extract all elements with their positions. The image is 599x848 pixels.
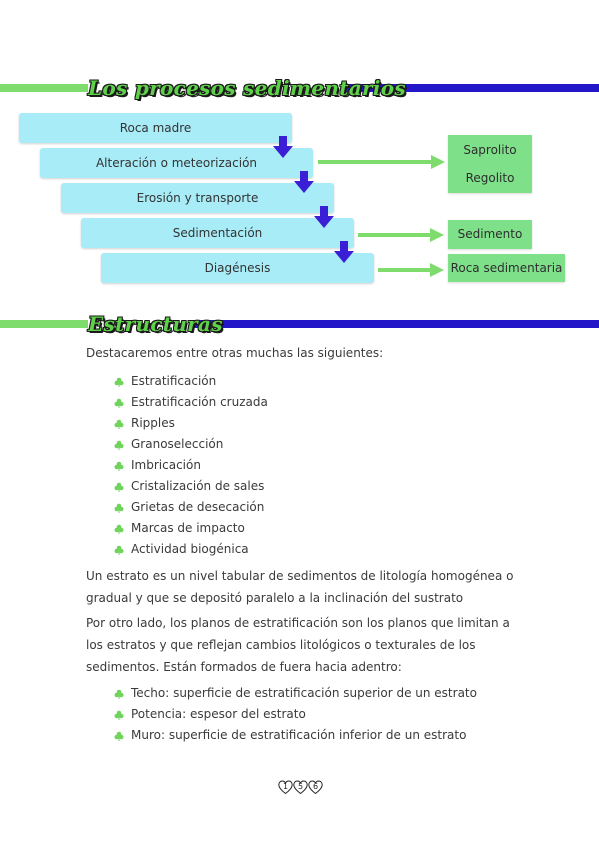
list-item: Estratificación cruzada [114,392,268,413]
clover-icon [114,419,124,429]
process-step-diagenesis: Diagénesis [101,253,374,283]
header-bar-green-2 [0,320,88,328]
list-item-label: Potencia: espesor del estrato [131,707,306,721]
intro-text: Destacaremos entre otras muchas las sigu… [86,346,384,360]
list-item: Potencia: espesor del estrato [114,704,477,725]
page-digit: 6 [312,782,319,791]
list-item-label: Cristalización de sales [131,479,265,493]
paragraph-estrato: Un estrato es un nivel tabular de sedime… [86,569,514,605]
list-item-label: Imbricación [131,458,201,472]
process-step-erosion: Erosión y transporte [61,183,334,213]
header-bar-blue-1 [344,84,599,92]
clover-icon [114,689,124,699]
product-saprolito: Saprolito [463,143,517,157]
clover-icon [114,482,124,492]
process-step-alteracion: Alteración o meteorización [40,148,313,178]
section-title-estructuras: Estructuras [88,312,223,336]
clover-icon [114,461,124,471]
heart-icon: 6 [308,780,323,795]
list-item: Actividad biogénica [114,539,268,560]
list-item: Techo: superficie de estratificación sup… [114,683,477,704]
down-arrow-icon [334,241,354,263]
right-arrow-icon [358,228,444,242]
product-box-sedimento: Sedimento [448,220,532,249]
list-item-label: Estratificación cruzada [131,395,268,409]
product-box-alteracion: Saprolito Regolito [448,135,532,193]
list-item-label: Grietas de desecación [131,500,265,514]
page-digit: 1 [282,782,289,791]
layers-list: Techo: superficie de estratificación sup… [114,683,477,746]
page-number: 1 5 6 [278,780,323,795]
process-step-roca-madre: Roca madre [19,113,292,143]
heart-icon: 5 [293,780,308,795]
list-item: Estratificación [114,371,268,392]
process-step-sedimentacion: Sedimentación [81,218,354,248]
clover-icon [114,545,124,555]
list-item: Granoselección [114,434,268,455]
down-arrow-icon [273,136,293,158]
right-arrow-icon [378,263,444,277]
clover-icon [114,731,124,741]
list-item-label: Actividad biogénica [131,542,249,556]
heart-icon: 1 [278,780,293,795]
list-item-label: Techo: superficie de estratificación sup… [131,686,477,700]
product-box-roca-sedimentaria: Roca sedimentaria [448,254,565,282]
header-bar-blue-2 [193,320,599,328]
structures-list: Estratificación Estratificación cruzada … [114,371,268,560]
list-item: Ripples [114,413,268,434]
clover-icon [114,710,124,720]
list-item: Muro: superficie de estratificación infe… [114,725,477,746]
list-item-label: Estratificación [131,374,217,388]
clover-icon [114,524,124,534]
list-item: Grietas de desecación [114,497,268,518]
down-arrow-icon [294,171,314,193]
down-arrow-icon [314,206,334,228]
list-item-label: Muro: superficie de estratificación infe… [131,728,467,742]
list-item-label: Ripples [131,416,175,430]
section-title-procesos: Los procesos sedimentarios [88,76,406,100]
header-bar-green-1 [0,84,88,92]
paragraph-planos: Por otro lado, los planos de estratifica… [86,616,510,674]
list-item: Imbricación [114,455,268,476]
list-item-label: Marcas de impacto [131,521,245,535]
list-item: Cristalización de sales [114,476,268,497]
product-regolito: Regolito [465,171,515,185]
clover-icon [114,503,124,513]
right-arrow-icon [318,155,445,169]
clover-icon [114,440,124,450]
list-item: Marcas de impacto [114,518,268,539]
list-item-label: Granoselección [131,437,224,451]
page-digit: 5 [297,782,304,791]
clover-icon [114,398,124,408]
clover-icon [114,377,124,387]
